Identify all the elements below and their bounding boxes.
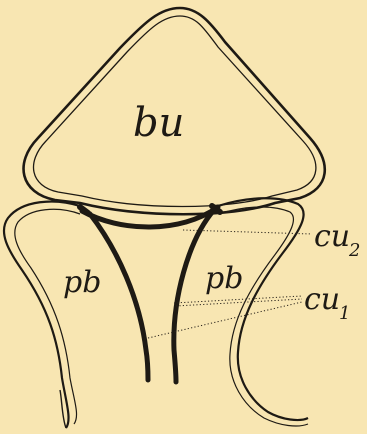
label-cu1: cu 1 [304, 282, 350, 324]
label-cu2-main: cu [314, 219, 350, 254]
label-cu2: cu 2 [314, 219, 360, 261]
cuticle-arc [82, 207, 218, 227]
right-lobe-outline [218, 198, 308, 426]
cuticle-right-stalk [174, 210, 214, 382]
leader-cu1-a [174, 296, 302, 303]
label-cu1-main: cu [304, 282, 340, 317]
label-cu2-sub: 2 [348, 240, 360, 261]
label-bu: bu [133, 100, 184, 146]
label-cu1-sub: 1 [339, 303, 350, 324]
left-lobe-outline [4, 202, 80, 428]
leader-cu1-c [148, 302, 302, 338]
label-pb-left: pb [63, 265, 101, 300]
leader-cu1-b [176, 299, 302, 306]
label-pb-right: pb [205, 261, 243, 296]
